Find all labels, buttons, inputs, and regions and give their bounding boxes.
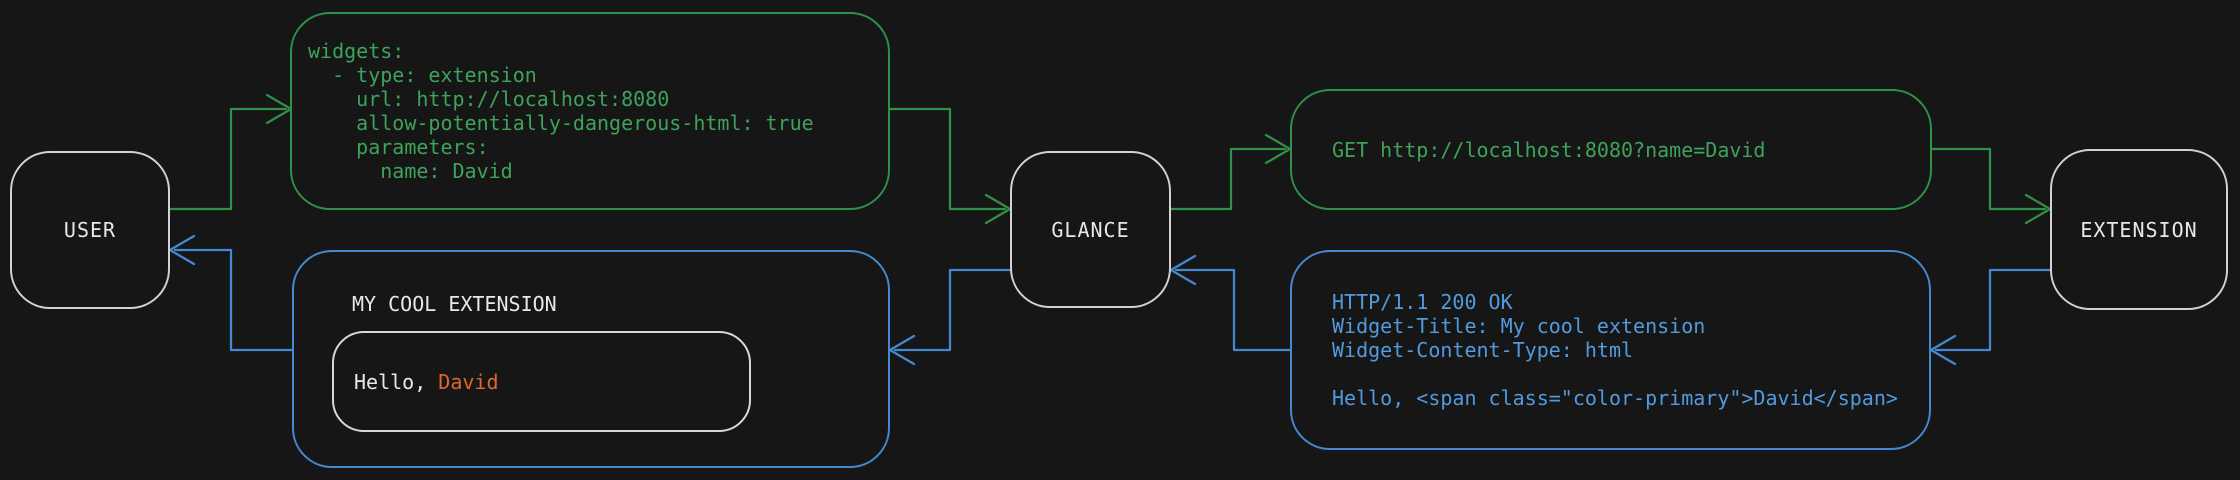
config-yaml-line: url: http://localhost:8080 <box>308 87 670 111</box>
user-node: USER <box>10 151 170 309</box>
connector-user-to-config <box>167 107 288 211</box>
http-request-box: GET http://localhost:8080?name=David <box>1290 89 1932 210</box>
config-yaml-box: widgets: - type: extension url: http://l… <box>290 12 890 210</box>
config-yaml-line: allow-potentially-dangerous-html: true <box>308 111 814 135</box>
widget-preview-box: MY COOL EXTENSION Hello, David <box>292 250 890 468</box>
greeting-name: David <box>438 369 499 394</box>
connector-widget-to-user <box>173 248 294 352</box>
arrowhead-widget-to-user <box>168 234 196 266</box>
connector-config-to-glance <box>888 107 1007 211</box>
extension-node: EXTENSION <box>2050 149 2228 310</box>
http-response-line <box>1332 362 1929 386</box>
greeting-prefix: Hello, <box>354 369 439 394</box>
widget-greeting-card: Hello, David <box>332 331 751 432</box>
config-yaml-line: name: David <box>308 159 513 183</box>
config-yaml-line: widgets: <box>308 39 405 63</box>
widget-greeting-text: Hello, David <box>354 370 499 394</box>
widget-title: MY COOL EXTENSION <box>352 292 557 316</box>
connector-glance-to-request <box>1169 147 1287 211</box>
glance-node-label: GLANCE <box>1051 217 1130 242</box>
http-response-box: HTTP/1.1 200 OK Widget-Title: My cool ex… <box>1290 250 1931 450</box>
http-request-line: GET http://localhost:8080?name=David <box>1332 137 1766 162</box>
connector-glance-to-widget <box>893 268 1012 352</box>
user-node-label: USER <box>63 218 117 242</box>
http-response-line: Widget-Title: My cool extension <box>1332 314 1706 338</box>
connector-request-to-extension <box>1929 147 2047 211</box>
http-response-line: HTTP/1.1 200 OK <box>1332 290 1513 314</box>
config-yaml-line: - type: extension <box>308 63 537 87</box>
extension-node-label: EXTENSION <box>2080 217 2198 242</box>
arrowhead-response-to-glance <box>1169 254 1197 286</box>
config-yaml-line: parameters: <box>308 135 489 159</box>
connector-extension-to-response <box>1934 268 2052 352</box>
glance-node: GLANCE <box>1010 151 1171 308</box>
arrowhead-glance-to-widget <box>888 334 916 366</box>
http-response-line: Widget-Content-Type: html <box>1332 338 1634 362</box>
http-response-line: Hello, <span class="color-primary">David… <box>1332 386 1898 410</box>
connector-response-to-glance <box>1174 268 1292 352</box>
arrowhead-extension-to-response <box>1929 334 1957 366</box>
